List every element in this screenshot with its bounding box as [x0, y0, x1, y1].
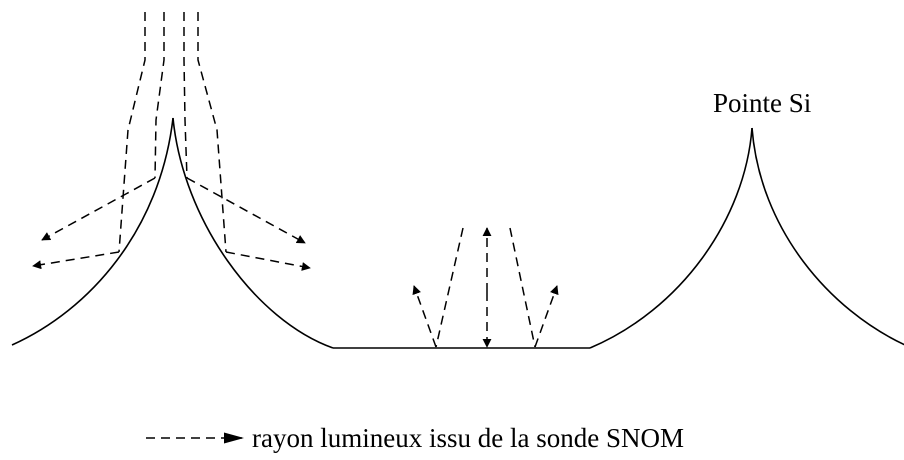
incident-rays [119, 12, 226, 252]
incident-ray-4 [198, 12, 226, 252]
reflected-ray-upper-left [42, 178, 155, 240]
left-tip-inner-flank [173, 118, 333, 348]
incident-ray-substrate-left [436, 228, 463, 347]
incident-ray-2 [155, 12, 164, 178]
reflected-ray-lower-right [226, 252, 310, 268]
reflected-rays-left-tip [33, 178, 310, 268]
legend-label: rayon lumineux issu de la sonde SNOM [252, 423, 684, 453]
right-tip-outer-flank [752, 128, 904, 345]
reflected-ray-upper-right [187, 178, 305, 243]
legend: rayon lumineux issu de la sonde SNOM [146, 423, 684, 453]
tip-label: Pointe Si [713, 88, 811, 118]
reflected-ray-substrate-right [535, 286, 557, 347]
incident-ray-substrate-right [510, 228, 535, 347]
incident-ray-1 [119, 12, 145, 252]
left-tip-outer-flank [12, 118, 173, 345]
substrate-rays [414, 228, 557, 347]
reflected-ray-substrate-left [414, 286, 436, 347]
reflected-ray-lower-left [33, 252, 119, 266]
surface-profile [12, 118, 904, 348]
right-tip-inner-flank [590, 128, 752, 348]
incident-ray-3 [184, 12, 187, 178]
